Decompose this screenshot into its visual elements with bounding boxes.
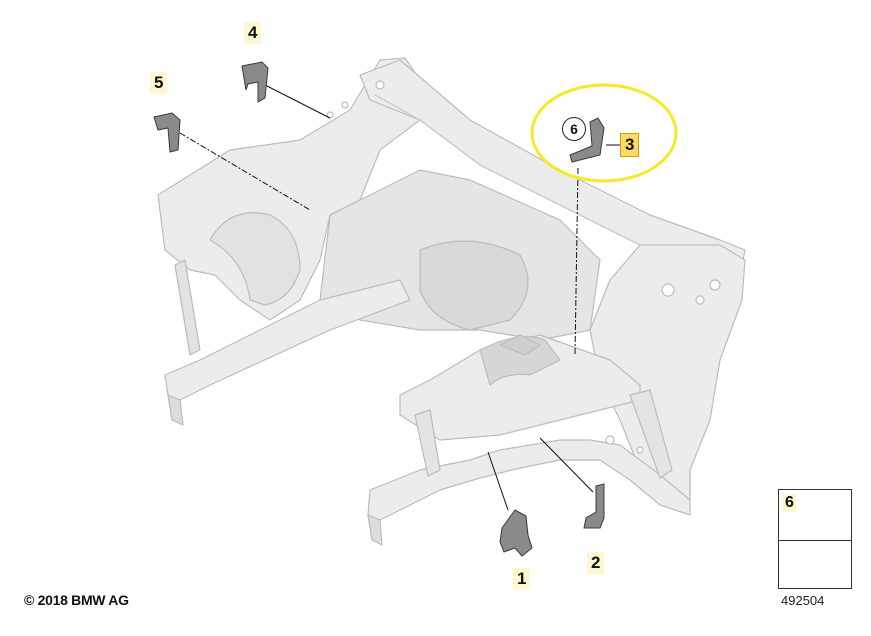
- leader-line-3: [574, 167, 579, 356]
- parts-legend-box: 6: [778, 489, 852, 589]
- legend-part-number: 6: [783, 494, 796, 512]
- circled-callout-6: 6: [562, 117, 586, 141]
- leader-line-4: [264, 84, 331, 119]
- bracket-part-2: [583, 483, 605, 529]
- highlight-ring: [530, 83, 678, 183]
- callout-4: 4: [244, 22, 262, 44]
- callout-5: 5: [150, 72, 168, 94]
- copyright-text: © 2018 BMW AG: [24, 592, 129, 608]
- leader-line-1: [487, 451, 509, 511]
- bracket-part-4: [241, 61, 269, 103]
- leader-line-5: [179, 132, 311, 211]
- bracket-part-3: [569, 117, 605, 163]
- legend-divider: [779, 540, 851, 541]
- callout-3: 3: [620, 133, 640, 157]
- callout-1: 1: [513, 568, 531, 590]
- bracket-part-5: [153, 112, 181, 153]
- leader-lines: [179, 84, 622, 511]
- callout-2: 2: [587, 552, 605, 574]
- leader-line-2: [539, 437, 594, 493]
- vehicle-front-structure: [157, 57, 746, 546]
- diagram-id: 492504: [781, 593, 825, 608]
- bracket-part-1: [499, 509, 533, 557]
